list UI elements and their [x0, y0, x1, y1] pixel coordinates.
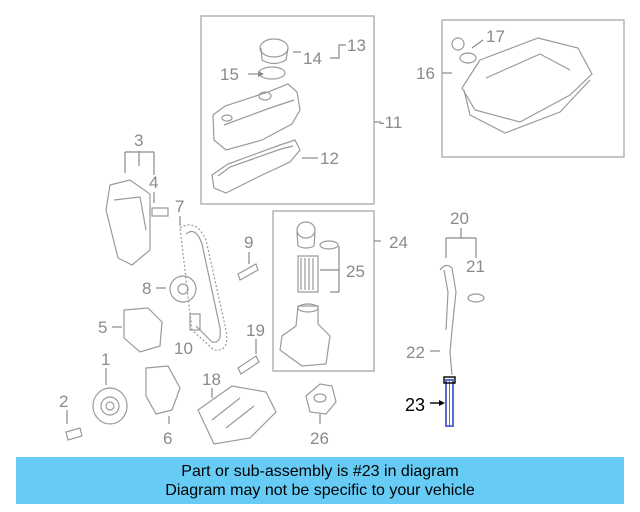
dipstick-highlighted[interactable]	[443, 376, 456, 427]
callout-4[interactable]: 4	[149, 173, 158, 192]
bolt[interactable]	[189, 313, 201, 331]
callout-17[interactable]: 17	[486, 27, 505, 46]
callout-9[interactable]: 9	[244, 233, 253, 252]
pulley-bolt[interactable]	[65, 427, 83, 441]
info-banner: Part or sub-assembly is #23 in diagram D…	[16, 457, 624, 504]
callout-25[interactable]: 25	[346, 262, 365, 281]
stud-bolt[interactable]	[237, 263, 259, 281]
callout-18[interactable]: 18	[202, 370, 221, 389]
bracket[interactable]	[123, 307, 163, 353]
callout-1[interactable]: 1	[101, 350, 110, 369]
rear-timing-cover[interactable]	[145, 365, 181, 415]
callout-16[interactable]: 16	[416, 64, 435, 83]
oil-pan[interactable]	[461, 37, 593, 134]
oil-pan-group-box	[441, 19, 625, 158]
timing-belt[interactable]	[179, 224, 228, 351]
oil-pump[interactable]	[305, 383, 337, 415]
o-ring[interactable]	[467, 293, 485, 303]
callout-6[interactable]: 6	[163, 429, 172, 448]
callout-5[interactable]: 5	[98, 318, 107, 337]
callout-21[interactable]: 21	[466, 257, 485, 276]
callout-19[interactable]: 19	[246, 321, 265, 340]
oil-filter-housing[interactable]	[279, 303, 331, 367]
timing-belt-cover[interactable]	[105, 179, 151, 266]
dipstick-tube[interactable]	[439, 264, 457, 376]
callout-15[interactable]: 15	[220, 65, 239, 84]
crankshaft-pulley[interactable]	[92, 387, 128, 425]
clip[interactable]	[151, 207, 169, 217]
callout-24[interactable]: 24	[389, 233, 408, 252]
oil-baffle[interactable]	[197, 385, 277, 445]
valve-cover-gasket[interactable]	[211, 139, 301, 194]
valve-cover-group-box	[200, 15, 375, 205]
callout-10[interactable]: 10	[174, 339, 193, 358]
callout-13[interactable]: 13	[347, 36, 366, 55]
drain-plug[interactable]	[451, 37, 477, 64]
tensioner-pulley[interactable]	[169, 275, 197, 303]
callout-11[interactable]: -11	[379, 113, 402, 132]
callout-14[interactable]: 14	[303, 49, 322, 68]
callout-7[interactable]: 7	[175, 197, 184, 216]
valve-cover[interactable]	[212, 83, 301, 151]
oil-filter-cap[interactable]	[296, 221, 339, 250]
callout-12[interactable]: 12	[320, 149, 339, 168]
callout-23[interactable]: 23	[405, 395, 425, 415]
oil-filler-cap[interactable]	[258, 38, 289, 80]
callout-26[interactable]: 26	[310, 429, 329, 448]
callout-20[interactable]: 20	[450, 209, 469, 228]
banner-line-part: Part or sub-assembly is #23 in diagram	[181, 462, 459, 480]
callout-2[interactable]: 2	[59, 392, 68, 411]
banner-line-disclaimer: Diagram may not be specific to your vehi…	[165, 481, 475, 499]
oil-filter-group-box	[272, 210, 375, 372]
callout-8[interactable]: 8	[142, 279, 151, 298]
bolt-19[interactable]	[237, 355, 260, 375]
oil-filter-element[interactable]	[297, 255, 319, 293]
callout-3[interactable]: 3	[134, 131, 143, 150]
callout-22[interactable]: 22	[406, 343, 425, 362]
